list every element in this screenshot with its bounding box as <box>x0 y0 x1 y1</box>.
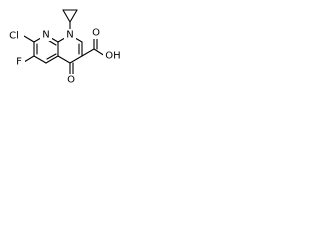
bond-c6-c5 <box>33 55 47 64</box>
molecule-structure: Cl F N N O O OH <box>4 9 123 86</box>
bond-c3-cooh <box>81 48 95 57</box>
atom-o-keto: O <box>67 75 75 86</box>
bond-c5-c4a <box>45 55 59 64</box>
atom-n-right: N <box>66 30 73 41</box>
bonds <box>23 9 106 75</box>
bond-c4-c4a <box>57 55 71 64</box>
atom-cl: Cl <box>9 31 19 42</box>
atom-f: F <box>16 57 22 68</box>
bond-c5-c4a-double <box>46 53 57 60</box>
atom-n-left: N <box>42 30 49 41</box>
bond-cp-b <box>69 9 78 23</box>
atom-labels: Cl F N N O O OH <box>4 27 123 86</box>
bond-c3-c4 <box>69 55 83 64</box>
bond-c6-f <box>23 55 35 63</box>
atom-o-acid: O <box>92 28 100 39</box>
bond-c7-cl <box>23 35 35 43</box>
bond-cp-a <box>62 9 71 23</box>
atom-oh: OH <box>105 51 120 62</box>
